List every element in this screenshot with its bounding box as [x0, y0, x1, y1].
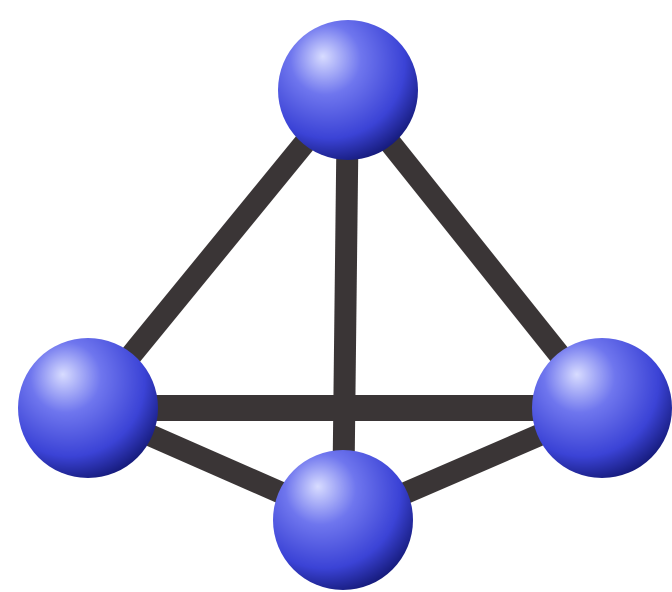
atom-right: [532, 338, 672, 478]
atom-top: [278, 20, 418, 160]
atom-left: [18, 338, 158, 478]
atom-bottom: [273, 450, 413, 590]
